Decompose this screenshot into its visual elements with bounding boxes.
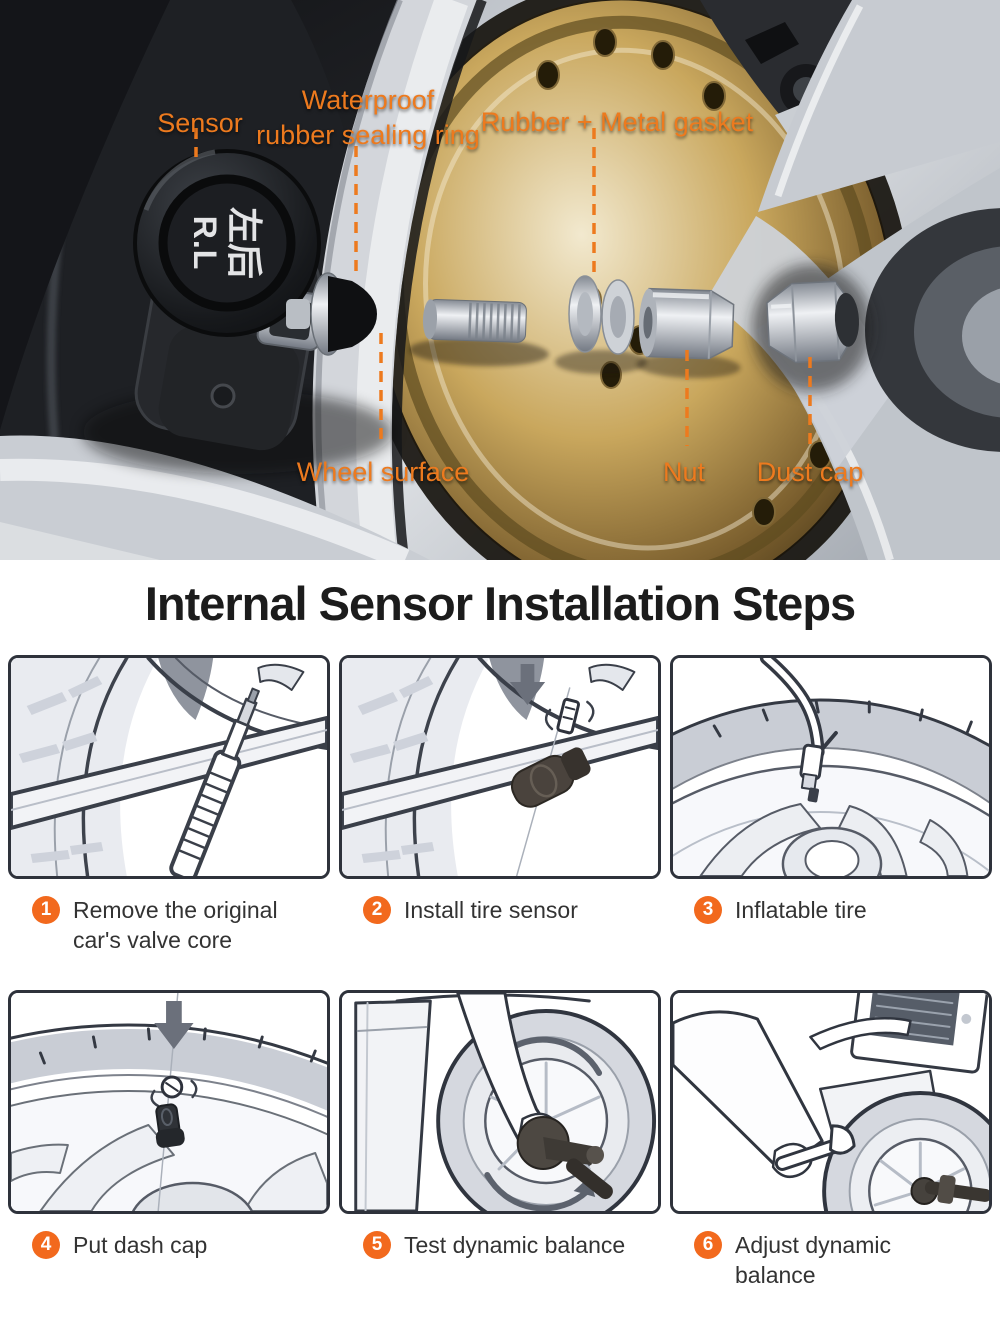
step-4: 4 Put dash cap [8,989,330,1325]
step-6-number-badge: 6 [694,1230,722,1259]
waterproof-sealing-ring [328,276,377,352]
step-5-illustration [339,989,661,1214]
step-5-number-badge: 5 [363,1230,391,1259]
step-6-caption: 6 Adjust dynamic balance [670,1214,992,1325]
step-6-illustration [670,989,992,1214]
valve-stem [408,298,549,367]
step-4-illustration [8,989,330,1214]
step-2: 2 Install tire sensor [339,655,661,990]
hero-photo-art: 左后 R.L [0,0,1000,560]
svg-text:R.L: R.L [187,216,223,271]
step-3-label: Inflatable tire [735,897,867,923]
step-1: 1 Remove the original car's valve core [8,655,330,990]
label-sealing-ring: Waterproof rubber sealing ring [256,85,480,150]
step-1-illustration [8,655,330,879]
step-6-label: Adjust dynamic balance [735,1231,891,1289]
tire-sensor-shape [510,747,591,808]
dust-cap-part [752,264,872,392]
step-2-number-badge: 2 [363,896,391,924]
page-title: Internal Sensor Installation Steps [144,577,856,630]
hub-bore [865,208,1000,452]
step-6: 6 Adjust dynamic balance [670,989,992,1325]
step-1-number-badge: 1 [32,896,60,924]
label-leader-lines [194,128,812,446]
label-sensor: Sensor [157,108,243,138]
step-5-label: Test dynamic balance [404,1231,626,1258]
hero-product-photo: 左后 R.L [0,0,1000,560]
label-dust-cap: Dust cap [756,457,864,487]
step-3-caption: 3 Inflatable tire [670,879,992,959]
label-nut: Nut [662,457,706,487]
svg-text:左后: 左后 [224,207,265,279]
installation-steps-grid: 1 Remove the original car's valve core [0,655,1000,1324]
step-2-illustration [339,655,661,879]
sensor-position-marking: 左后 R.L [187,207,265,279]
rim-bottom-band [0,435,430,560]
step-1-caption: 1 Remove the original car's valve core [8,879,330,990]
step-3-number-badge: 3 [694,896,722,924]
gasket-washers [555,275,647,374]
sensor-device: 左后 R.L [83,149,393,474]
step-3: 3 Inflatable tire [670,655,992,990]
step-1-label: Remove the original car's valve core [73,897,278,954]
step-5: 5 Test dynamic balance [339,989,661,1325]
step-4-label: Put dash cap [73,1231,208,1258]
step-2-caption: 2 Install tire sensor [339,879,661,959]
step-2-label: Install tire sensor [404,897,578,923]
step-4-caption: 4 Put dash cap [8,1214,330,1294]
nut-part [636,287,741,379]
step-5-caption: 5 Test dynamic balance [339,1214,661,1294]
step-4-number-badge: 4 [32,1230,60,1259]
step-3-illustration [670,655,992,879]
label-gasket: Rubber + Metal gasket [480,107,754,137]
label-wheel-surface: Wheel surface [296,457,470,487]
